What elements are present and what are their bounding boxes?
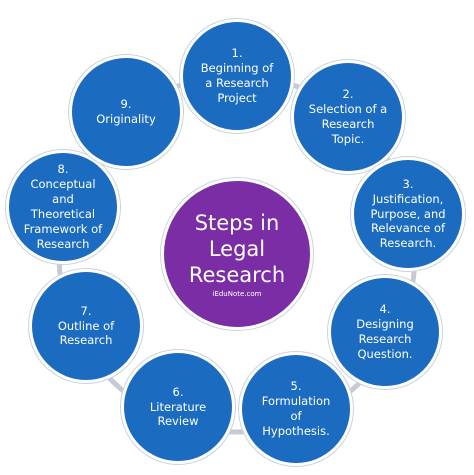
step-9-node: 9. Originality (69, 55, 183, 169)
step-4-node: 4. Designing Research Question. (328, 275, 442, 389)
step-5-label: 5. Formulation of Hypothesis. (261, 379, 331, 438)
step-8-label: 8. Conceptual and Theoretical Framework … (23, 162, 103, 251)
step-7-label: 7. Outline of Research (57, 303, 115, 348)
step-6-node: 6. Literature Review (121, 350, 235, 464)
step-5-node: 5. Formulation of Hypothesis. (239, 352, 353, 466)
center-source-credit: iEduNote.com (212, 290, 262, 299)
center-title: Steps in Legal Research (188, 210, 286, 288)
step-2-label: 2. Selection of a Research Topic. (308, 87, 388, 146)
step-7-node: 7. Outline of Research (29, 269, 143, 383)
step-6-label: 6. Literature Review (149, 384, 207, 429)
step-8-node: 8. Conceptual and Theoretical Framework … (6, 150, 120, 264)
step-1-label: 1. Beginning of a Research Project (200, 46, 274, 105)
center-hub: Steps in Legal Research iEduNote.com (161, 178, 313, 330)
step-4-label: 4. Designing Research Question. (356, 302, 414, 361)
step-9-label: 9. Originality (96, 97, 156, 126)
step-3-label: 3. Justification, Purpose, and Relevance… (370, 176, 446, 251)
step-3-node: 3. Justification, Purpose, and Relevance… (351, 157, 465, 271)
step-1-node: 1. Beginning of a Research Project (180, 19, 294, 133)
step-2-node: 2. Selection of a Research Topic. (291, 60, 405, 174)
